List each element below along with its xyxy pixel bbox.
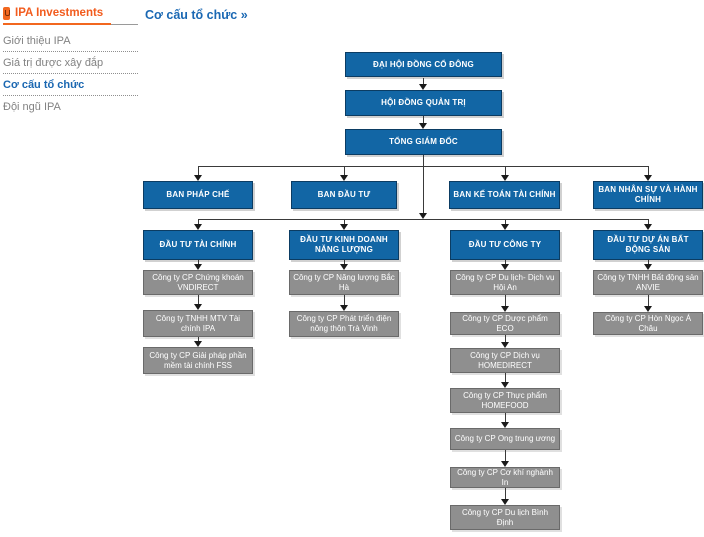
brand-underline bbox=[3, 23, 138, 26]
connector-arrow bbox=[194, 337, 202, 347]
company-node-tai-chinh-ipa: Công ty TNHH MTV Tài chính IPA bbox=[143, 310, 253, 337]
connector-arrow bbox=[644, 219, 652, 230]
company-node-co-khi-nghanh-in: Công ty CP Cơ khí nghành In bbox=[450, 467, 560, 488]
node-dau-tu-kinh-doanh-nang-luong: ĐẦU TƯ KINH DOANH NĂNG LƯỢNG bbox=[289, 230, 399, 260]
node-ban-nhan-su-hanh-chinh: BAN NHÂN SỰ VÀ HÀNH CHÍNH bbox=[593, 181, 703, 209]
connector-arrow bbox=[501, 166, 509, 181]
company-node-dien-tra-vinh: Công ty CP Phát triển điện nông thôn Trà… bbox=[289, 311, 399, 337]
connector-arrow bbox=[194, 260, 202, 270]
connector-arrow bbox=[644, 166, 652, 181]
node-tong-giam-doc: TỔNG GIÁM ĐỐC bbox=[345, 129, 502, 155]
connector-arrow bbox=[194, 166, 202, 181]
connector-arrow bbox=[340, 166, 348, 181]
connector-arrow bbox=[419, 78, 427, 90]
company-node-anvie: Công ty TNHH Bất động sản ANVIE bbox=[593, 270, 703, 295]
connector-arrow bbox=[501, 260, 509, 270]
underline-gray bbox=[111, 24, 138, 25]
connector-arrow bbox=[644, 295, 652, 312]
company-node-ong-trung-uong: Công ty CP Ong trung ương bbox=[450, 428, 560, 450]
connector-arrow bbox=[419, 155, 427, 219]
node-ban-ke-toan-tai-chinh: BAN KẾ TOÁN TÀI CHÍNH bbox=[449, 181, 560, 209]
sidebar-item-gia-tri-duoc-xay-dap[interactable]: Giá trị được xây đắp bbox=[3, 52, 138, 74]
company-node-du-lich-hoi-an: Công ty CP Du lịch- Dịch vụ Hội An bbox=[450, 270, 560, 295]
node-dau-tu-cong-ty: ĐẦU TƯ CÔNG TY bbox=[450, 230, 560, 260]
sidebar-nav: Giới thiệu IPA Giá trị được xây đắp Cơ c… bbox=[3, 30, 138, 117]
connector-arrow bbox=[501, 373, 509, 388]
node-dau-tu-tai-chinh: ĐẦU TƯ TÀI CHÍNH bbox=[143, 230, 253, 260]
connector-arrow bbox=[501, 219, 509, 230]
connector-arrow bbox=[340, 219, 348, 230]
connector-arrow bbox=[501, 295, 509, 312]
connector-line bbox=[198, 166, 649, 167]
sidebar-item-gioi-thieu-ipa[interactable]: Giới thiệu IPA bbox=[3, 30, 138, 52]
connector-arrow bbox=[419, 116, 427, 129]
sidebar-item-doi-ngu-ipa[interactable]: Đội ngũ IPA bbox=[3, 101, 61, 113]
connector-arrow bbox=[340, 295, 348, 311]
connector-line bbox=[198, 219, 649, 220]
company-node-hon-ngoc-a-chau: Công ty CP Hòn Ngọc Á Châu bbox=[593, 312, 703, 335]
underline-orange bbox=[3, 23, 111, 25]
company-node-nang-luong-bac-ha: Công ty CP Năng lượng Bắc Hà bbox=[289, 270, 399, 295]
node-ban-dau-tu: BAN ĐẦU TƯ bbox=[291, 181, 397, 209]
connector-arrow bbox=[194, 219, 202, 230]
brand-label: IPA Investments bbox=[15, 7, 104, 19]
company-node-vndirect: Công ty CP Chứng khoán VNDIRECT bbox=[143, 270, 253, 295]
node-ban-phap-che: BAN PHÁP CHẾ bbox=[143, 181, 253, 209]
connector-arrow bbox=[340, 260, 348, 270]
node-hoi-dong-quan-tri: HỘI ĐỒNG QUẢN TRỊ bbox=[345, 90, 502, 116]
connector-arrow bbox=[501, 413, 509, 428]
node-dau-tu-du-an-bat-dong-san: ĐẦU TƯ DỰ ÁN BẤT ĐỘNG SẢN bbox=[593, 230, 703, 260]
company-node-homefood: Công ty CP Thực phẩm HOMEFOOD bbox=[450, 388, 560, 413]
connector-arrow bbox=[501, 488, 509, 505]
ipa-logo-icon bbox=[3, 6, 10, 20]
connector-arrow bbox=[501, 335, 509, 348]
company-node-homedirect: Công ty CP Dịch vụ HOMEDIRECT bbox=[450, 348, 560, 373]
brand[interactable]: IPA Investments bbox=[3, 5, 138, 21]
company-node-fss: Công ty CP Giải pháp phần mềm tài chính … bbox=[143, 347, 253, 374]
company-node-du-lich-binh-dinh: Công ty CP Du lịch Bình Định bbox=[450, 505, 560, 530]
node-dai-hoi-dong-co-dong: ĐẠI HỘI ĐỒNG CỔ ĐÔNG bbox=[345, 52, 502, 77]
page-title-link[interactable]: Cơ cấu tổ chức » bbox=[145, 8, 248, 22]
connector-arrow bbox=[501, 450, 509, 467]
sidebar-item-co-cau-to-chuc[interactable]: Cơ cấu tổ chức bbox=[3, 74, 138, 96]
sidebar: IPA Investments Giới thiệu IPA Giá trị đ… bbox=[3, 5, 138, 117]
connector-arrow bbox=[644, 260, 652, 270]
company-node-duoc-pham-eco: Công ty CP Dược phẩm ECO bbox=[450, 312, 560, 335]
connector-arrow bbox=[194, 295, 202, 310]
